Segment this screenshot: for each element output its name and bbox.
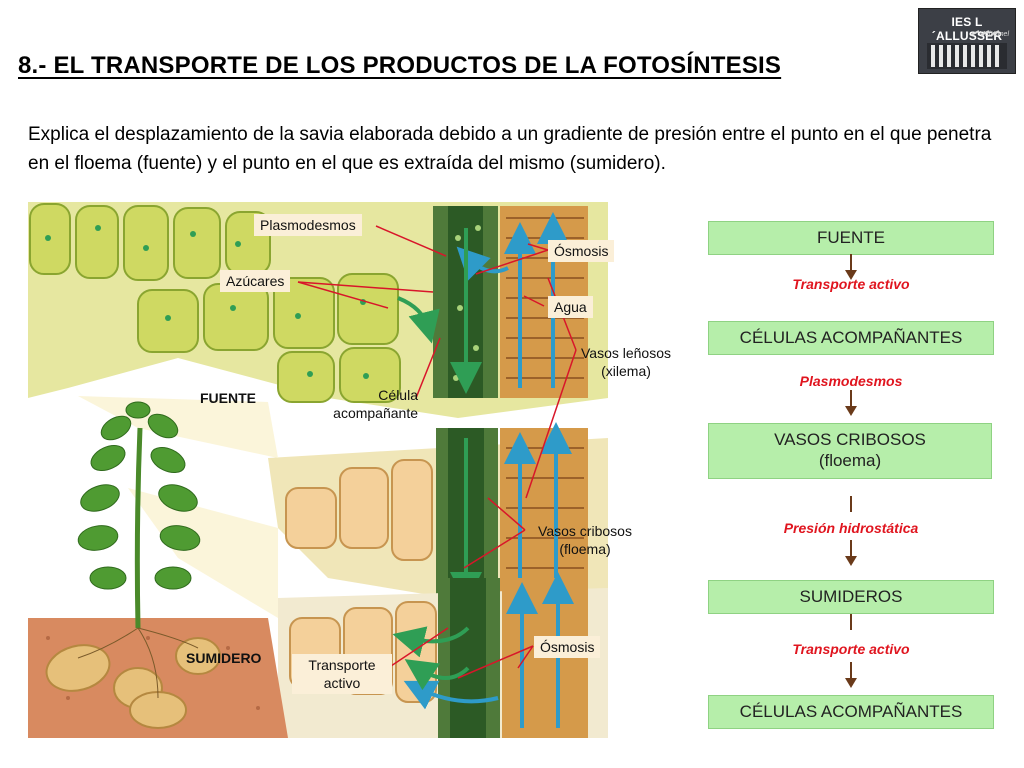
flow-line-4-icon [844, 614, 858, 636]
label-azucares: Azúcares [220, 270, 290, 292]
flow-step-transporte-activo-2: Transporte activo [708, 641, 994, 657]
flow-line-3-icon [844, 496, 858, 518]
label-osmosis-bottom: Ósmosis [534, 636, 600, 658]
label-fuente: FUENTE [200, 390, 256, 406]
label-activo: activo [298, 674, 386, 692]
flow-box-sumideros: SUMIDEROS [708, 580, 994, 614]
school-logo: IES L´ALLUSSER Muixamel [918, 8, 1016, 74]
label-osmosis-top: Ósmosis [548, 240, 614, 262]
label-agua: Agua [548, 296, 593, 318]
flow-box-fuente: FUENTE [708, 221, 994, 255]
label-plasmodesmos: Plasmodesmos [254, 214, 362, 236]
label-transporte: Transporte [298, 656, 386, 674]
flow-arrow-2-icon [844, 390, 858, 418]
label-floema: (floema) [522, 540, 648, 558]
logo-bars-icon [919, 9, 1015, 73]
label-xilema: (xilema) [576, 362, 676, 380]
flow-arrow-4-icon [844, 662, 858, 690]
flow-box-vasos-cribosos: VASOS CRIBOSOS (floema) [708, 423, 992, 479]
label-transporte-activo: Transporte activo [292, 654, 392, 694]
label-sumidero: SUMIDERO [186, 650, 261, 666]
flow-box-celulas-acompanantes-2: CÉLULAS ACOMPAÑANTES [708, 695, 994, 729]
flow-box-vasos-cribosos-line2: (floema) [709, 450, 991, 471]
flow-box-celulas-acompanantes-1: CÉLULAS ACOMPAÑANTES [708, 321, 994, 355]
label-vasos-lenosos-line1: Vasos leñosos [576, 344, 676, 362]
label-acompanante: acompañante [304, 404, 418, 422]
label-celula: Célula [304, 386, 418, 404]
label-celula-acompanante: Célula acompañante [304, 386, 418, 422]
label-vasos-cribosos-line1: Vasos cribosos [522, 522, 648, 540]
flow-step-transporte-activo-1: Transporte activo [708, 276, 994, 292]
phloem-illustration: Plasmodesmos Azúcares Ósmosis Agua Vasos… [28, 198, 628, 738]
page-title: 8.- EL TRANSPORTE DE LOS PRODUCTOS DE LA… [18, 52, 781, 80]
flow-box-vasos-cribosos-line1: VASOS CRIBOSOS [709, 429, 991, 450]
label-vasos-cribosos: Vasos cribosos (floema) [522, 522, 648, 558]
flow-step-plasmodesmos: Plasmodesmos [708, 373, 994, 389]
flow-arrow-3-icon [844, 540, 858, 568]
flow-step-presion-hidrostatica: Presión hidrostática [708, 520, 994, 536]
label-vasos-lenosos: Vasos leñosos (xilema) [576, 344, 676, 380]
intro-text: Explica el desplazamiento de la savia el… [28, 120, 1008, 178]
